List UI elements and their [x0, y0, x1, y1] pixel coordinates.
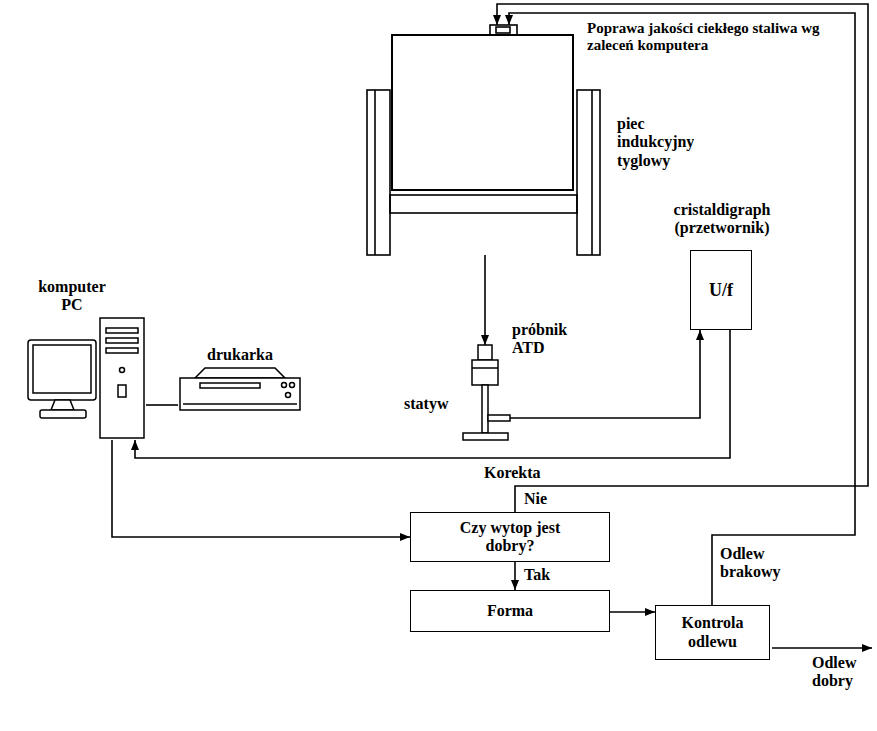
note-label: Poprawa jakości ciekłego staliwa wg zale… — [585, 20, 851, 55]
note-label: Odlew dobry — [810, 654, 876, 691]
note-label: Nie — [522, 490, 549, 508]
node-text: próbnik ATD — [512, 321, 576, 358]
printer: drukarka — [178, 366, 302, 412]
edge-label: Odlew brakowy — [718, 545, 802, 582]
computer-drawing — [28, 318, 144, 438]
printer-drawing — [180, 368, 300, 410]
node-text: U/f — [709, 280, 733, 301]
node-text: Czy wytop jest dobry? — [441, 519, 579, 556]
flow-connector — [484, 255, 486, 345]
node-text: cristaldigraph (przetwornik) — [646, 201, 798, 238]
converter-box: cristaldigraph (przetwornik)U/f — [690, 250, 752, 330]
induction-furnace: piec indukcyjny tyglowy — [367, 25, 603, 255]
edge-label: Korekta — [482, 464, 543, 482]
flow-connector — [497, 4, 868, 512]
process-box: Forma — [410, 590, 610, 632]
node-text: komputer PC — [32, 278, 112, 315]
flow-connector — [112, 440, 410, 537]
atd-sampler: próbnik ATDstatyw — [460, 345, 510, 440]
node-text: statyw — [404, 395, 458, 413]
output-arrow — [772, 647, 872, 649]
flow-connector — [146, 404, 178, 406]
edge-label: Tak — [522, 566, 552, 584]
pc-computer: komputer PC — [28, 318, 146, 440]
node-text: Forma — [487, 602, 533, 620]
flow-connector — [514, 562, 516, 590]
flow-connector — [135, 330, 730, 458]
flow-connector — [610, 611, 655, 613]
furnace-drawing — [367, 25, 600, 255]
process-box: Kontrola odlewu — [655, 605, 770, 660]
node-text: drukarka — [178, 346, 302, 364]
decision-box: Czy wytop jest dobry? — [410, 512, 610, 562]
node-text: Kontrola odlewu — [664, 614, 761, 651]
sampler-drawing — [463, 345, 510, 440]
node-text: piec indukcyjny tyglowy — [617, 115, 717, 170]
